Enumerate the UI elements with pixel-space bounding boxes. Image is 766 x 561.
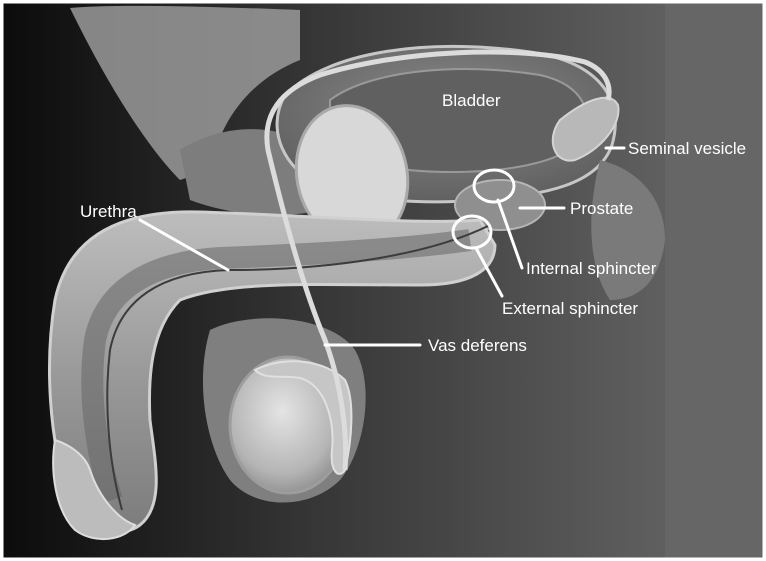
- internal-sphincter-label: Internal sphincter: [526, 259, 657, 278]
- urethra-label: Urethra: [80, 202, 137, 221]
- background-right-panel: [665, 0, 766, 561]
- bladder-label: Bladder: [442, 91, 501, 110]
- vas-deferens-label: Vas deferens: [428, 336, 527, 355]
- external-sphincter-label: External sphincter: [502, 299, 638, 318]
- seminal-vesicle-label: Seminal vesicle: [628, 139, 746, 158]
- prostate-label: Prostate: [570, 199, 633, 218]
